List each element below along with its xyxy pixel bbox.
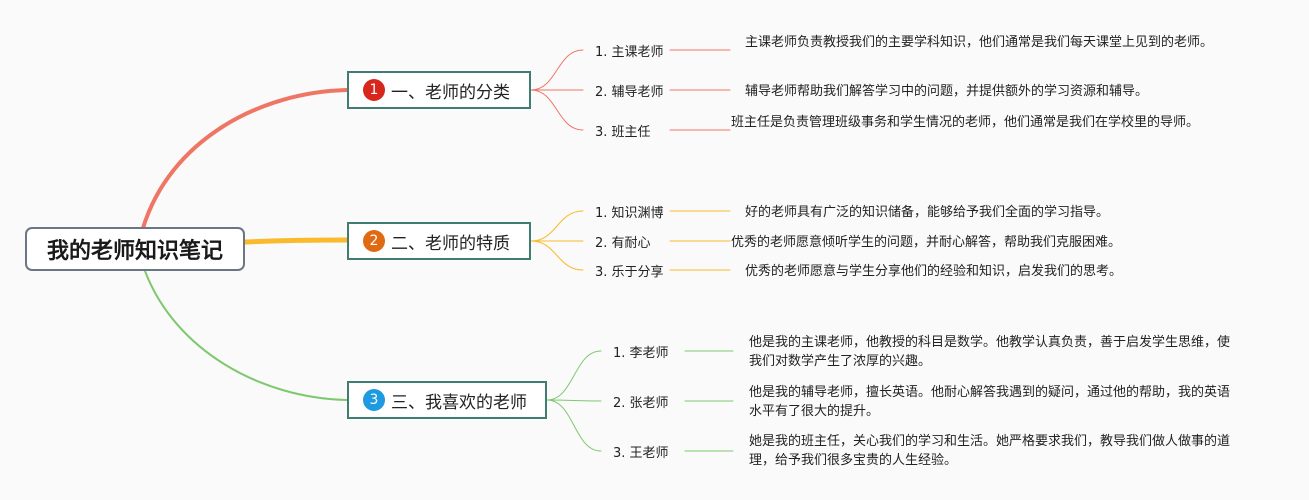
sub-line-3-3 xyxy=(546,399,602,452)
sub-line-3-1 xyxy=(546,350,602,401)
subtopic-teacher-wang[interactable]: 3. 王老师 xyxy=(613,446,669,461)
subtopic-tutor[interactable]: 2. 辅导老师 xyxy=(595,85,664,100)
note-teacher-wang: 她是我的班主任，关心我们的学习和生活。她严格要求我们，教导我们做人做事的道理，给… xyxy=(749,434,1231,468)
number-badge-3: 3 xyxy=(363,389,385,411)
sub-line-1-1 xyxy=(530,49,584,91)
note-main-teacher: 主课老师负责教授我们的主要学科知识，他们通常是我们每天课堂上见到的老师。 xyxy=(745,35,1214,50)
subtopic-head-teacher[interactable]: 3. 班主任 xyxy=(595,125,651,140)
note-sharing: 优秀的老师愿意与学生分享他们的经验和知识，启发我们的思考。 xyxy=(745,264,1123,279)
number-badge-2: 2 xyxy=(363,230,385,252)
number-badge-1: 1 xyxy=(363,79,385,101)
note-teacher-li: 他是我的主课老师，他教授的科目是数学。他教学认真负责，善于启发学生思维，使我们对… xyxy=(749,335,1231,369)
subtopic-patient[interactable]: 2. 有耐心 xyxy=(595,236,651,251)
subtopic-teacher-zhang[interactable]: 2. 张老师 xyxy=(613,396,669,411)
subtopic-main-teacher[interactable]: 1. 主课老师 xyxy=(595,45,664,60)
subtopic-sharing[interactable]: 3. 乐于分享 xyxy=(595,265,664,280)
sub-line-2-3 xyxy=(530,240,584,271)
note-tutor: 辅导老师帮助我们解答学习中的问题，并提供额外的学习资源和辅导。 xyxy=(745,84,1149,99)
note-head-teacher: 班主任是负责管理班级事务和学生情况的老师，他们通常是我们在学校里的导师。 xyxy=(731,115,1200,130)
note-teacher-zhang: 他是我的辅导老师，擅长英语。他耐心解答我遇到的疑问，通过他的帮助，我的英语水平有… xyxy=(749,385,1231,419)
root-title: 我的老师知识笔记 xyxy=(46,239,223,264)
root-node[interactable]: 我的老师知识笔记 xyxy=(25,227,245,271)
note-patient: 优秀的老师愿意倾听学生的问题，并耐心解答，帮助我们克服困难。 xyxy=(731,235,1122,250)
sub-line-2-1 xyxy=(530,210,584,242)
subtopic-teacher-li[interactable]: 1. 李老师 xyxy=(613,346,669,361)
topic-favorite-teachers[interactable]: 3 三、我喜欢的老师 xyxy=(347,381,547,419)
branch-line-2 xyxy=(242,237,350,245)
sub-line-1-3 xyxy=(530,89,584,131)
note-knowledgeable: 好的老师具有广泛的知识储备，能够给予我们全面的学习指导。 xyxy=(745,205,1110,220)
topic-title: 三、我喜欢的老师 xyxy=(391,392,527,413)
branch-line-1 xyxy=(141,88,349,230)
topic-teacher-types[interactable]: 1 一、老师的分类 xyxy=(347,71,531,109)
topic-title: 一、老师的分类 xyxy=(391,82,510,103)
subtopic-knowledgeable[interactable]: 1. 知识渊博 xyxy=(595,206,664,221)
sub-line-3-2 xyxy=(546,399,602,402)
topic-teacher-qualities[interactable]: 2 二、老师的特质 xyxy=(347,222,531,260)
branch-line-3 xyxy=(144,270,348,401)
topic-title: 二、老师的特质 xyxy=(391,233,510,254)
